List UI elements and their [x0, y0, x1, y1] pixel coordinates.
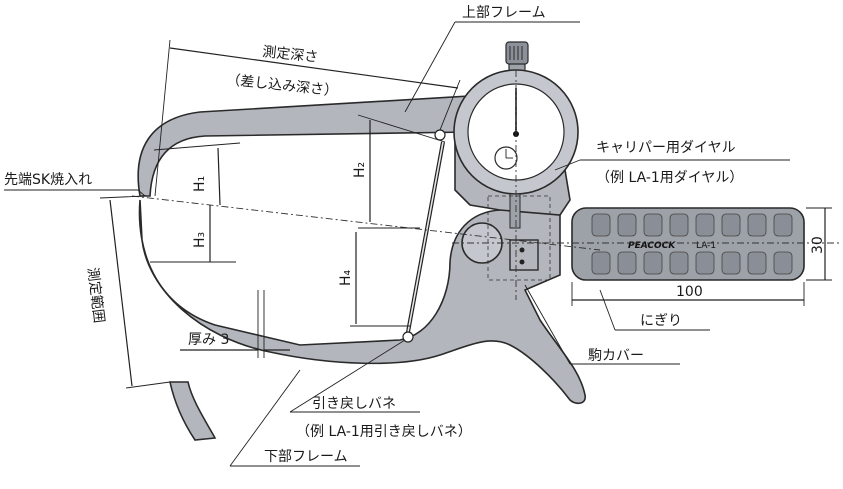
- label-tip-sk: 先端SK焼入れ: [4, 172, 92, 188]
- label-caliper-dial-example: （例 LA-1用ダイヤル）: [596, 170, 743, 186]
- label-dim-30: 30: [810, 236, 826, 254]
- label-return-spring-example: （例 LA-1用引き戻しバネ）: [296, 424, 472, 440]
- label-grip: にぎり: [640, 313, 682, 329]
- label-caliper-dial: キャリパー用ダイヤル: [596, 140, 736, 156]
- label-h3: H₃: [192, 232, 208, 248]
- label-upper-frame: 上部フレーム: [462, 5, 546, 21]
- label-measure-depth: 測定深さ: [262, 44, 319, 66]
- grip-model: LA-1: [696, 241, 716, 251]
- lower-frame-fragment: [169, 381, 217, 441]
- label-h2: H₂: [352, 162, 368, 178]
- label-measure-range: 測定範囲: [84, 266, 108, 324]
- dial-knob[interactable]: [505, 41, 529, 65]
- grip-band: [620, 238, 770, 250]
- label-insert-depth: （差し込み深さ）: [226, 72, 339, 100]
- spindle: [509, 193, 521, 229]
- upper-frame: [137, 95, 471, 197]
- label-h1: H₁: [192, 176, 208, 192]
- grip-brand: PEACOCK: [628, 241, 676, 251]
- label-return-spring: 引き戻しバネ: [312, 396, 396, 412]
- label-thickness: 厚み 3: [188, 332, 229, 348]
- label-h4: H₄: [338, 269, 354, 286]
- label-piece-cover: 駒カバー: [588, 348, 644, 364]
- piece-cover: [509, 239, 539, 271]
- label-lower-frame: 下部フレーム: [264, 449, 348, 465]
- lower-frame: [138, 199, 586, 405]
- label-dim-100: 100: [676, 284, 703, 300]
